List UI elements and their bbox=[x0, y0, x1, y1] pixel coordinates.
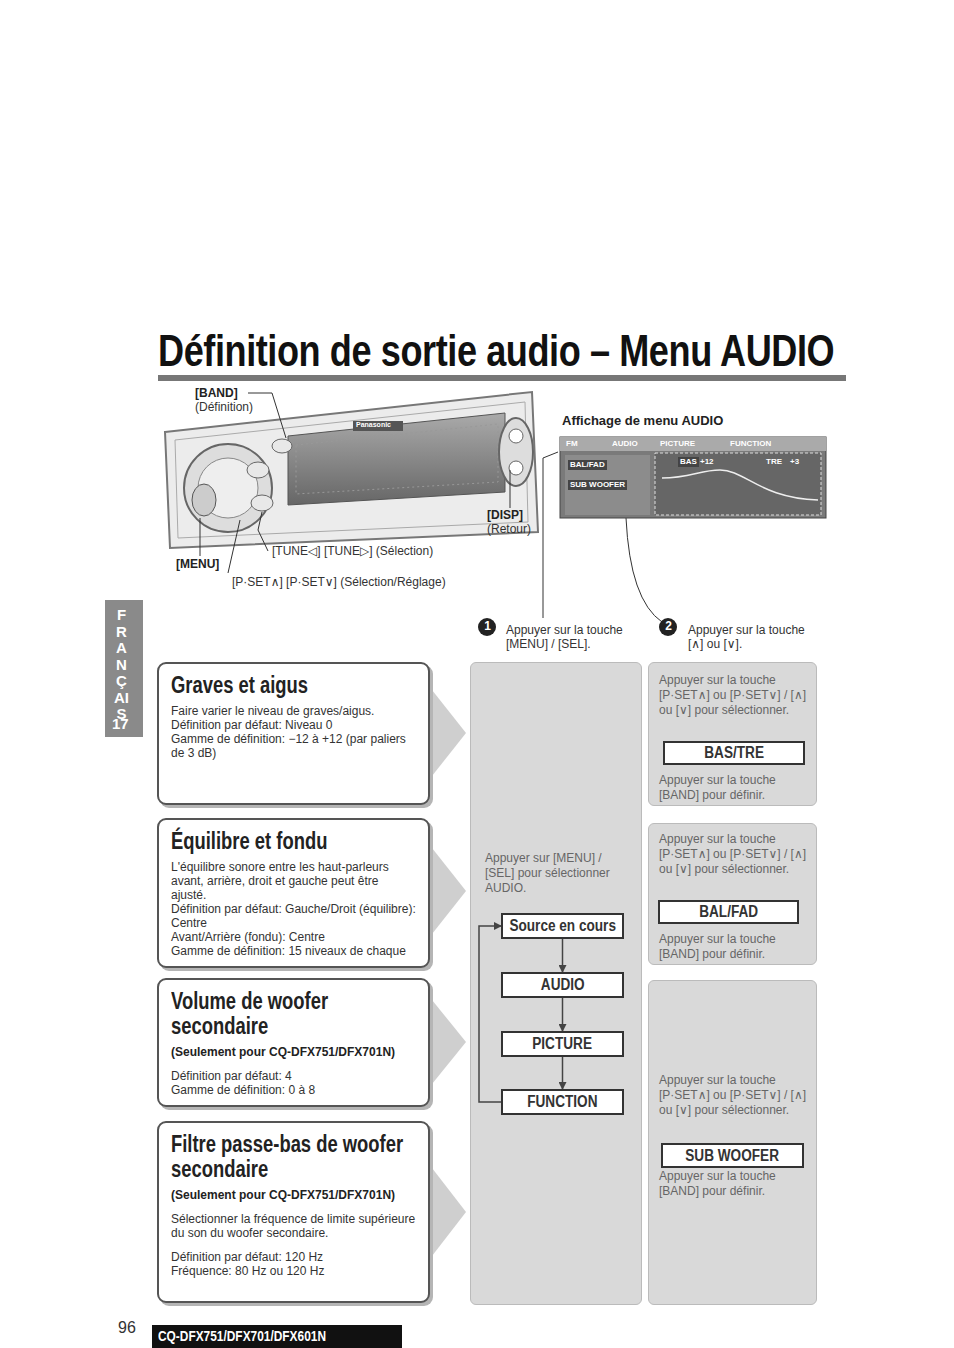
label: (Retour) bbox=[487, 522, 531, 536]
setting-box: Graves et aigusFaire varier le niveau de… bbox=[157, 662, 430, 805]
step-panel: Appuyer sur [MENU] / [SEL] pour sélectio… bbox=[470, 662, 642, 1305]
step-panel: Appuyer sur la touche [P·SET∧] ou [P·SET… bbox=[648, 662, 817, 806]
screen-text: +12 bbox=[700, 457, 714, 467]
menu-label: AUDIO bbox=[541, 976, 585, 994]
box-text: Définition par défaut: 4 bbox=[171, 1069, 416, 1083]
box-note: (Seulement pour CQ-DFX751/DFX701N) bbox=[171, 1188, 416, 1202]
screen-text: BAL/FAD bbox=[568, 460, 607, 470]
panel-text: Appuyer sur la touche [BAND] pour défini… bbox=[659, 773, 808, 803]
flow-arrow bbox=[479, 926, 501, 1102]
chevrons bbox=[432, 690, 466, 1256]
menu-label: PICTURE bbox=[533, 1035, 593, 1053]
menu-item: AUDIO bbox=[501, 972, 624, 998]
menu-item: BAS/TRE bbox=[663, 741, 805, 765]
language-tab-text: FRANÇAIS bbox=[114, 607, 129, 723]
page-section-number: 17 bbox=[112, 715, 129, 733]
callout-number: 2 bbox=[664, 619, 673, 633]
key-label: [MENU] bbox=[176, 557, 219, 571]
setting-box: Équilibre et fonduL'équilibre sonore ent… bbox=[157, 818, 430, 968]
label: 96 bbox=[118, 1318, 136, 1337]
box-text: Gamme de définition: −12 à +12 (par pali… bbox=[171, 732, 416, 760]
screen-text: AUDIO bbox=[612, 439, 638, 449]
callout-number: 1 bbox=[483, 619, 492, 633]
box-heading: Filtre passe-bas de woofer secondaire bbox=[171, 1132, 416, 1182]
screen-text: TRE bbox=[766, 457, 782, 467]
menu-item: Source en cours bbox=[501, 913, 624, 939]
step-circle bbox=[659, 618, 677, 636]
model-footer: CQ-DFX751/DFX701/DFX601N bbox=[158, 1328, 326, 1345]
box-text: Sélectionner la fréquence de limite supé… bbox=[171, 1212, 416, 1240]
box-text: Définition par défaut: Niveau 0 bbox=[171, 718, 416, 732]
box-text: Gamme de définition: 0 à 8 bbox=[171, 1083, 416, 1097]
label: [TUNE◁] [TUNE▷] (Sélection) bbox=[272, 544, 433, 558]
step-circle bbox=[478, 618, 496, 636]
page-title: Définition de sortie audio – Menu AUDIO bbox=[158, 326, 834, 376]
label: Appuyer sur la touche [MENU] / [SEL]. bbox=[506, 623, 636, 651]
panel-text: Appuyer sur [MENU] / [SEL] pour sélectio… bbox=[485, 851, 631, 896]
box-heading: Graves et aigus bbox=[171, 673, 416, 698]
menu-label: BAL/FAD bbox=[699, 903, 758, 921]
menu-item: SUB WOOFER bbox=[661, 1143, 804, 1168]
screen-text: BAS bbox=[678, 457, 699, 467]
label: [P·SET∧] [P·SET∨] (Sélection/Réglage) bbox=[232, 575, 446, 589]
step-panel: Appuyer sur la touche [P·SET∧] ou [P·SET… bbox=[648, 980, 817, 1305]
box-text: Faire varier le niveau de graves/aigus. bbox=[171, 704, 416, 718]
setting-box: Volume de woofer secondaire (Seulement po… bbox=[157, 978, 430, 1107]
footer-bar bbox=[152, 1325, 402, 1348]
screen-text: SUB WOOFER bbox=[568, 480, 627, 490]
menu-item: FUNCTION bbox=[501, 1089, 624, 1115]
panel-text: Appuyer sur la touche [BAND] pour défini… bbox=[659, 1169, 808, 1199]
setting-box: Filtre passe-bas de woofer secondaire (Se… bbox=[157, 1121, 430, 1303]
box-text: Définition par défaut: Gauche/Droit (équ… bbox=[171, 902, 416, 930]
panel-text: Appuyer sur la touche [P·SET∧] ou [P·SET… bbox=[659, 832, 808, 877]
menu-label: BAS/TRE bbox=[704, 744, 764, 762]
key-label: [BAND] bbox=[195, 386, 238, 400]
menu-screen bbox=[560, 437, 826, 518]
box-heading: Équilibre et fondu bbox=[171, 829, 416, 854]
screen-text: +3 bbox=[790, 457, 799, 467]
panel-text: Appuyer sur la touche [BAND] pour défini… bbox=[659, 932, 808, 962]
key-label: Affichage de menu AUDIO bbox=[562, 413, 723, 429]
screen-text: Panasonic bbox=[356, 421, 391, 429]
screen-text: PICTURE bbox=[660, 439, 695, 449]
flow-arrow bbox=[562, 939, 564, 972]
language-tab bbox=[105, 600, 143, 737]
key-label: [DISP] bbox=[487, 508, 523, 522]
panel-text: Appuyer sur la touche [P·SET∧] ou [P·SET… bbox=[659, 1073, 808, 1118]
box-heading: Volume de woofer secondaire bbox=[171, 989, 416, 1039]
menu-label: Source en cours bbox=[509, 917, 616, 935]
menu-label: FUNCTION bbox=[527, 1093, 597, 1111]
flow-arrow bbox=[562, 1057, 564, 1089]
box-text: Gamme de définition: 15 niveaux de chaqu… bbox=[171, 944, 416, 958]
screen-text: FUNCTION bbox=[730, 439, 771, 449]
label: (Définition) bbox=[195, 400, 253, 414]
box-text: L'équilibre sonore entre les haut-parleu… bbox=[171, 860, 416, 902]
screen-text: FM bbox=[566, 439, 578, 449]
flow-arrow bbox=[562, 998, 564, 1031]
panel-text: Appuyer sur la touche [P·SET∧] ou [P·SET… bbox=[659, 673, 808, 718]
box-text: Avant/Arrière (fondu): Centre bbox=[171, 930, 416, 944]
box-text: Fréquence: 80 Hz ou 120 Hz bbox=[171, 1264, 416, 1278]
menu-item: PICTURE bbox=[501, 1031, 624, 1057]
menu-item: BAL/FAD bbox=[658, 900, 799, 924]
faceplate bbox=[165, 392, 538, 548]
menu-label: SUB WOOFER bbox=[686, 1147, 780, 1165]
step-panel: Appuyer sur la touche [P·SET∧] ou [P·SET… bbox=[648, 823, 817, 965]
box-note: (Seulement pour CQ-DFX751/DFX701N) bbox=[171, 1045, 416, 1059]
box-text: Définition par défaut: 120 Hz bbox=[171, 1250, 416, 1264]
title-rule bbox=[158, 375, 846, 381]
label: Appuyer sur la touche [∧] ou [∨]. bbox=[688, 623, 818, 651]
